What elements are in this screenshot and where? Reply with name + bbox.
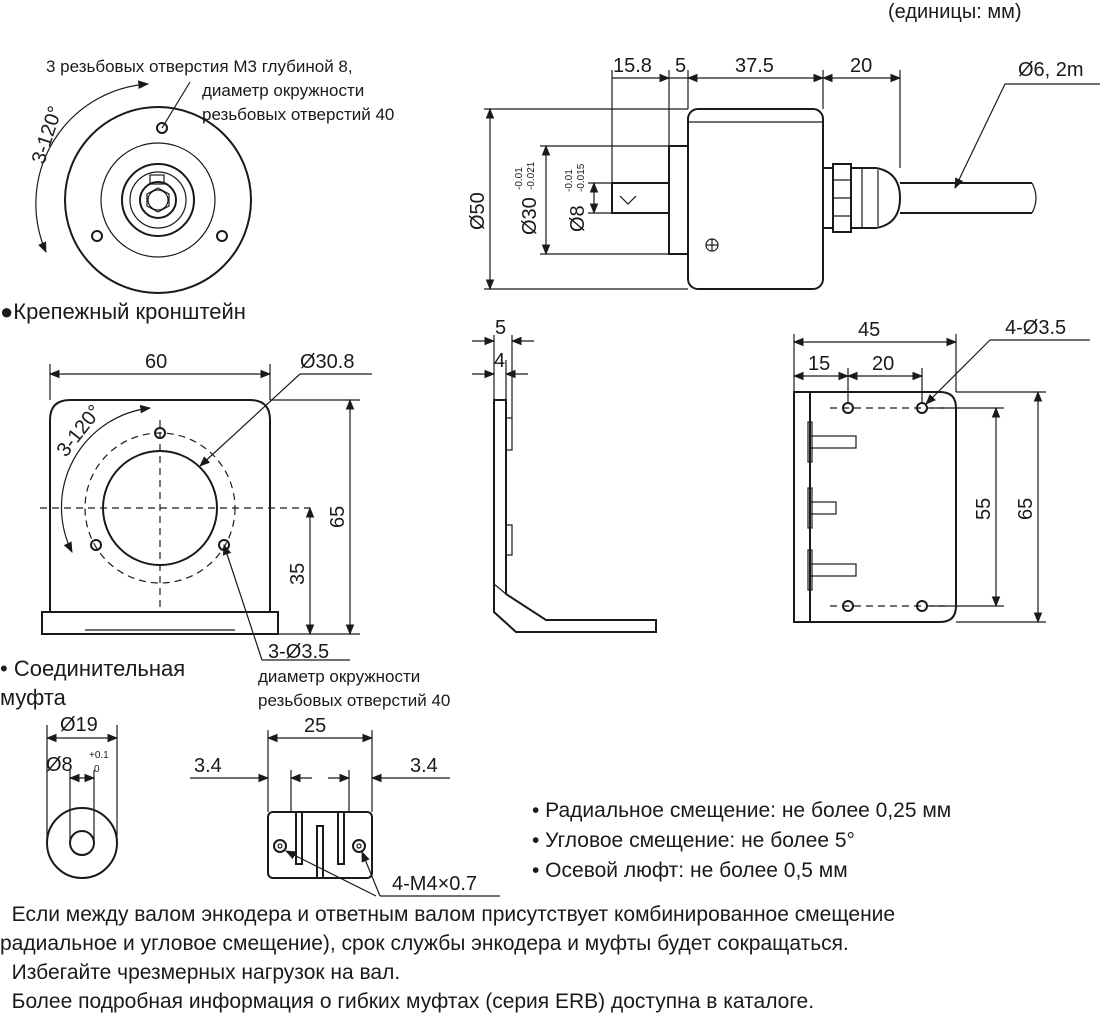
dim-20: 20: [850, 55, 872, 77]
dia30-tol-upper: -0.01: [514, 167, 525, 190]
bracket-bore-label: Ø30.8: [300, 351, 354, 373]
dia30-tol-lower: -0.021: [526, 161, 537, 190]
bracket-angle-label: 3-120°: [53, 401, 107, 461]
bracket-title: ●Крепежный кронштейн: [0, 299, 246, 324]
spec-radial: • Радиальное смещение: не более 0,25 мм: [532, 799, 952, 822]
dim-dia8: Ø8: [567, 205, 589, 232]
bracket-holes-note1: диаметр окружности: [258, 667, 420, 686]
coupling-end-view: Ø19 Ø8 +0.1 0: [45, 714, 119, 879]
note-line3: Избегайте чрезмерных нагрузок на вал.: [0, 961, 401, 984]
right-h1: 55: [973, 498, 995, 520]
mount-hole: [156, 122, 168, 134]
bracket-center-height: 35: [287, 563, 309, 585]
right-d1: 15: [808, 353, 830, 375]
bracket-width: 60: [145, 351, 167, 373]
coupling-length: 25: [304, 715, 326, 737]
side-thickness-4: 4: [494, 350, 505, 372]
spec-angular: • Угловое смещение: не более 5°: [532, 829, 855, 852]
note-line2: радиальное и угловое смещение), срок слу…: [0, 932, 849, 955]
front-note-line1: 3 резьбовых отверстия M3 глубиной 8,: [46, 57, 353, 76]
right-d2: 20: [872, 353, 894, 375]
dia8-tol-lower: -0.015: [576, 163, 587, 192]
angle-arc: [35, 80, 150, 253]
mount-hole: [91, 230, 103, 242]
dim-15-8: 15.8: [613, 55, 652, 77]
coupling-left-offset: 3.4: [194, 755, 222, 777]
dim-dia50: Ø50: [467, 192, 489, 230]
coupling-inner-tol-lower: 0: [94, 764, 100, 775]
note-line4: Более подробная информация о гибких муфт…: [0, 990, 815, 1013]
bracket-height: 65: [327, 506, 349, 528]
encoder-side-view: 15.8 5 37.5 20 Ø6, 2m Ø50 Ø30 -0.01 -0.0…: [467, 55, 1100, 291]
bracket-holes-note2: резьбовых отверстий 40: [258, 691, 450, 710]
note-line1: Если между валом энкодера и ответным вал…: [0, 903, 896, 926]
dim-5: 5: [675, 55, 686, 77]
coupling-title-line2: муфта: [0, 685, 67, 710]
front-angle-label: 3-120°: [28, 103, 67, 166]
coupling-right-offset: 3.4: [410, 755, 438, 777]
leader-line: [161, 81, 191, 129]
coupling-outer: Ø19: [60, 714, 98, 736]
mount-hole: [216, 230, 228, 242]
coupling-side-view: 25 3.4 3.4 4-M4×0.7: [190, 715, 500, 897]
dim-dia30: Ø30: [519, 197, 541, 235]
right-h2: 65: [1015, 498, 1037, 520]
coupling-inner: Ø8: [46, 754, 73, 776]
front-note-line2: диаметр окружности: [202, 81, 364, 100]
coupling-inner-tol-upper: +0.1: [89, 750, 109, 761]
coupling-screws: 4-M4×0.7: [392, 873, 477, 895]
bracket-holes-label: 3-Ø3.5: [268, 641, 329, 663]
bracket-right-view: 45 15 20 4-Ø3.5 55 65: [792, 317, 1090, 624]
bracket-side-view: 5 4: [472, 317, 657, 633]
coupling-title-line1: • Соединительная: [0, 656, 185, 681]
cable-label: Ø6, 2m: [1018, 59, 1084, 81]
right-width: 45: [858, 319, 880, 341]
front-note-line3: резьбовых отверстий 40: [202, 105, 394, 124]
side-thickness-5: 5: [495, 317, 506, 339]
units-label: (единицы: мм): [888, 1, 1022, 23]
encoder-front-view: 3-120° 3 резьбовых отверстия M3 глубиной…: [28, 57, 394, 294]
dim-37-5: 37.5: [735, 55, 774, 77]
right-holes-label: 4-Ø3.5: [1005, 317, 1066, 339]
dia8-tol-upper: -0.01: [564, 169, 575, 192]
spec-axial: • Осевой люфт: не более 0,5 мм: [532, 859, 848, 882]
